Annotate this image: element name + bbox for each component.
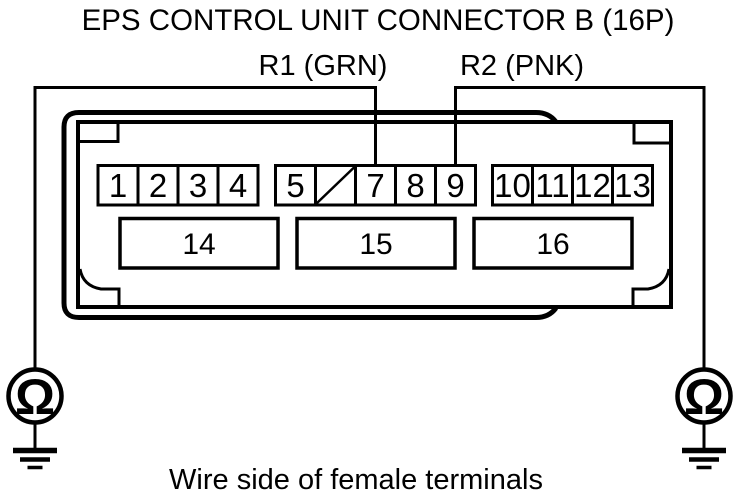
slot-cell <box>295 216 457 270</box>
pin-label: 10 <box>494 167 531 204</box>
notch-top-right <box>632 122 669 145</box>
pin-label: 11 <box>535 167 569 204</box>
slot-label: 15 <box>359 228 392 261</box>
pin-label: 3 <box>189 167 207 204</box>
pin-label: 13 <box>614 167 651 204</box>
slot-label: 14 <box>182 228 215 261</box>
ohmmeter-left: Ω <box>6 367 64 470</box>
pin-label: 5 <box>286 167 304 204</box>
probe-wire-r1-to-pin7 <box>33 86 377 369</box>
ohm-symbol: Ω <box>15 369 55 425</box>
probe-label-r2: R2 (PNK) <box>460 50 584 82</box>
pin-label: 7 <box>366 167 384 204</box>
ohm-symbol: Ω <box>684 369 724 425</box>
pin-group-1: 1 2 3 4 <box>96 164 260 207</box>
pin-cell <box>216 164 260 207</box>
diagram-title: EPS CONTROL UNIT CONNECTOR B (16P) <box>82 4 675 37</box>
connector-face <box>76 120 673 309</box>
pin-label: 4 <box>229 167 247 204</box>
slot-cell <box>118 216 280 270</box>
notch-bottom-right <box>631 268 671 305</box>
diagram-caption: Wire side of female terminals <box>169 464 543 496</box>
notch-top-left <box>80 122 120 143</box>
pin-cell <box>434 164 477 207</box>
pin-label: 8 <box>406 167 424 204</box>
probe-wire-r2-to-pin9 <box>454 86 706 369</box>
ground-icon <box>682 447 726 470</box>
pin-label: 2 <box>149 167 167 204</box>
slot-cell <box>472 216 634 270</box>
pin-group-2: 5 7 8 9 <box>274 164 477 207</box>
slot-label: 16 <box>536 228 569 261</box>
no-terminal-slash-icon <box>315 166 356 205</box>
pin-label: 9 <box>446 167 464 204</box>
notch-bottom-left <box>78 268 121 305</box>
pin-label: 1 <box>109 167 127 204</box>
pin-group-3: 10 11 12 13 <box>491 164 654 207</box>
pin-label: 12 <box>574 167 611 204</box>
pin-cell <box>611 164 654 207</box>
probe-label-r1: R1 (GRN) <box>259 50 388 82</box>
connector-housing-outline <box>61 110 559 320</box>
ground-icon <box>13 447 57 470</box>
pin-row-2: 14 15 16 <box>118 216 634 270</box>
ohmmeter-right: Ω <box>675 367 733 470</box>
